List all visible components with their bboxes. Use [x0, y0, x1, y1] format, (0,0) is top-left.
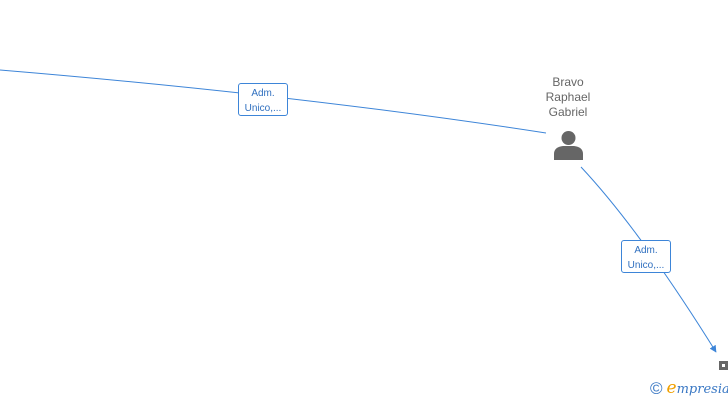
- person-name-line: Gabriel: [548, 105, 588, 119]
- edge-label-line: Adm.: [251, 88, 275, 99]
- brand-footer: © empresia: [650, 378, 728, 400]
- person-name[interactable]: Bravo Raphael Gabriel: [528, 75, 608, 120]
- edge-label-line: Unico,...: [244, 103, 282, 114]
- brand-name: mpresia: [676, 382, 728, 397]
- edge-label-1[interactable]: Adm. Unico,...: [238, 83, 288, 116]
- person-icon[interactable]: [553, 130, 584, 160]
- edge-label-2[interactable]: Adm. Unico,...: [621, 240, 671, 273]
- brand-initial: e: [666, 378, 677, 398]
- brand-logo: empresia: [667, 378, 728, 400]
- person-name-line: Raphael: [545, 90, 591, 104]
- copyright-icon: ©: [650, 379, 663, 398]
- edge-label-line: Unico,...: [627, 260, 665, 271]
- building-icon[interactable]: [719, 361, 728, 370]
- person-name-line: Bravo: [552, 75, 584, 89]
- edge-label-line: Adm.: [634, 245, 658, 256]
